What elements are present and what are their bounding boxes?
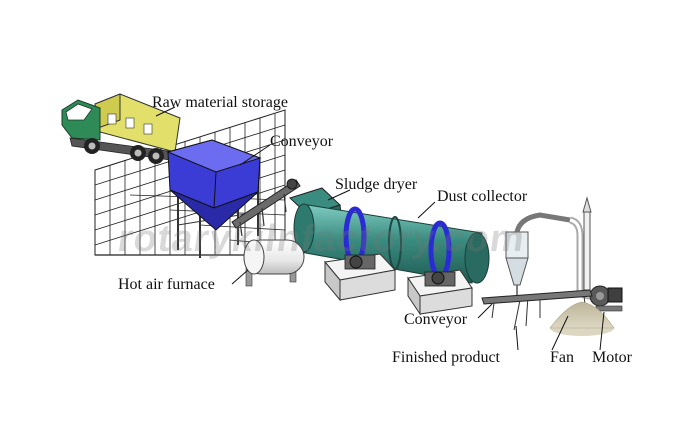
label-raw-material-storage: Raw material storage	[152, 94, 288, 111]
dust-collector	[505, 212, 571, 331]
rotary-dryer-drum	[293, 203, 490, 284]
label-conveyor-top: Conveyor	[270, 133, 334, 150]
label-sludge-dryer: Sludge dryer	[335, 176, 418, 193]
truck	[61, 93, 181, 164]
hot-air-furnace	[243, 239, 305, 287]
finished-product-pile	[549, 301, 615, 336]
dryer-supports	[324, 253, 473, 316]
label-fan: Fan	[550, 349, 574, 366]
fan-and-motor	[589, 285, 623, 312]
label-finished-product: Finished product	[392, 349, 500, 366]
inclined-belt-conveyor	[231, 178, 301, 237]
label-dust-collector: Dust collector	[437, 188, 528, 205]
label-hot-air-furnace: Hot air furnace	[118, 276, 215, 293]
leader-lines	[155, 106, 605, 351]
raw-material-hopper	[166, 139, 262, 258]
exhaust-stack	[582, 196, 592, 291]
label-conveyor-bottom: Conveyor	[404, 311, 468, 328]
label-motor: Motor	[592, 349, 632, 366]
watermark-text: rotarykilnfactory.com	[115, 218, 528, 260]
